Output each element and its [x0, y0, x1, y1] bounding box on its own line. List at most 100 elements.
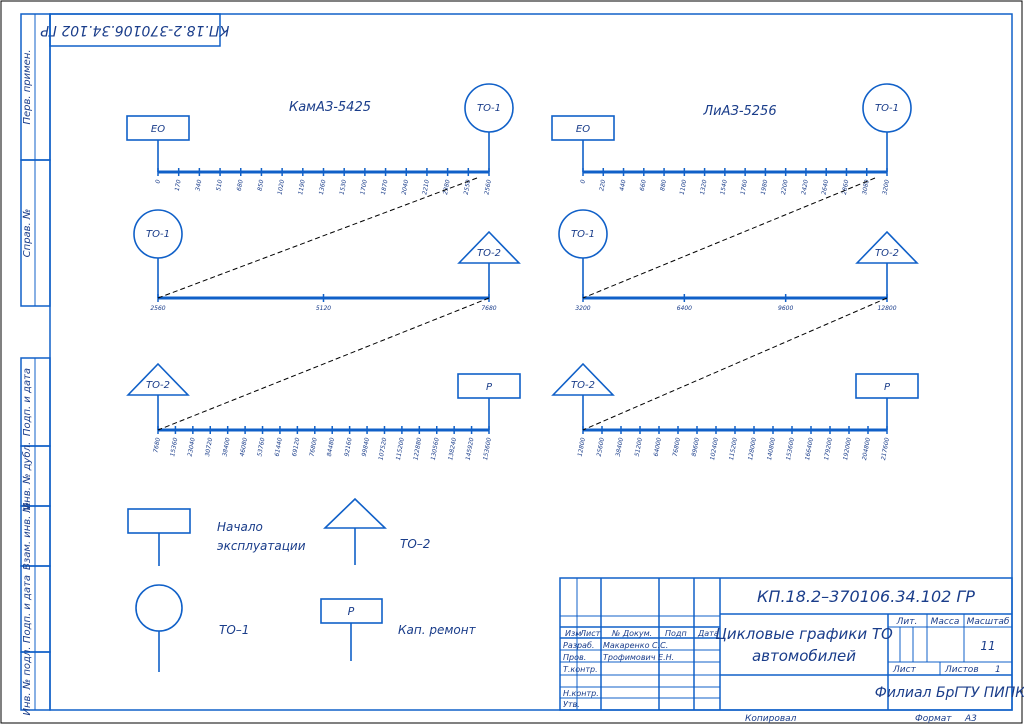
tick-label-d1-r1-4: 680: [236, 179, 245, 192]
tick-label-d2-r3-0: 12800: [577, 437, 587, 457]
tick-label-d1-r2-0: 2560: [150, 305, 165, 312]
tick-label-d1-r3-0: 7680: [152, 437, 162, 453]
tick-label-d2-r3-11: 153600: [785, 437, 796, 461]
svg-text:Р: Р: [884, 382, 891, 393]
tick-label-d2-r1-15: 3200: [881, 179, 891, 195]
tick-label-d1-r1-3: 510: [215, 179, 224, 192]
transfer-line-d2-2: [582, 297, 888, 431]
tick-label-d1-r1-16: 2560: [483, 179, 493, 195]
tb-masshtab-label: Масштаб: [967, 617, 1010, 627]
tb-col-podp: Подп: [665, 629, 687, 638]
tick-label-d2-r3-14: 192000: [842, 437, 853, 461]
tick-label-d1-r1-12: 2040: [401, 179, 411, 195]
strip-inv-dubl: Инв. № дубл.: [21, 442, 33, 510]
legend-to2-label: ТО–2: [400, 537, 430, 551]
tb-col-ndokum: № Докум.: [611, 629, 652, 638]
symbol-start-d2-r1: ЕО: [551, 115, 615, 172]
tick-label-d1-r3-12: 99840: [361, 437, 371, 457]
tick-label-d2-r3-7: 102400: [709, 437, 720, 461]
legend-to1-symbol: [135, 584, 183, 672]
tb-format-value: А3: [964, 714, 977, 724]
tick-label-d2-r1-12: 2640: [821, 179, 831, 195]
strip-perv-primen: Перв. примен.: [22, 49, 33, 124]
symbol-start-d2-r2: ТО-1: [558, 209, 608, 298]
vehicle-title-kamaz: КамАЗ-5425: [289, 100, 371, 115]
tick-label-d2-r1-2: 440: [619, 179, 628, 192]
tick-label-d2-r2-0: 3200: [575, 305, 590, 312]
symbol-end-d2-r1: ТО-1: [862, 83, 912, 172]
tb-col-list: Лист: [579, 629, 601, 638]
tick-label-d1-r1-7: 1190: [297, 179, 307, 195]
legend-kap-symbol-text: Р: [348, 605, 355, 618]
strip-sprav: Справ. №: [22, 209, 33, 258]
tick-label-d1-r1-15: 2550: [463, 179, 473, 195]
tb-title-line1: Цикловые графики ТО: [715, 625, 893, 643]
symbol-end-d1-r1: ТО-1: [464, 83, 514, 172]
tb-kopiroval: Копировал: [745, 714, 797, 724]
tick-label-d2-r3-1: 25600: [596, 437, 606, 457]
tick-label-d1-r1-6: 1020: [277, 179, 287, 195]
tick-label-d1-r1-9: 1530: [339, 179, 349, 195]
tick-label-d1-r1-11: 1870: [380, 179, 390, 195]
tick-label-d1-r1-8: 1360: [318, 179, 328, 195]
tb-title-line2: автомобилей: [752, 647, 856, 665]
strip-podp-data-1: Подп. и дата: [22, 368, 33, 436]
tick-label-d1-r3-10: 84480: [326, 437, 336, 457]
tick-label-d2-r2-2: 9600: [778, 305, 793, 312]
symbol-end-d2-r2: ТО-2: [855, 230, 919, 298]
tb-utv-label: Утв.: [563, 700, 580, 709]
tick-label-d1-r2-1: 5120: [316, 305, 331, 312]
tick-label-d2-r3-13: 179200: [823, 437, 834, 461]
tick-label-d2-r3-5: 76800: [672, 437, 682, 457]
tick-label-d2-r1-5: 1100: [679, 179, 689, 195]
symbol-start-d2-r3: ТО-2: [551, 362, 615, 430]
tick-label-d1-r3-19: 153600: [482, 437, 493, 461]
svg-text:Р: Р: [486, 382, 493, 393]
svg-text:ТО-1: ТО-1: [477, 103, 501, 114]
tick-label-d2-r3-6: 89600: [691, 437, 701, 457]
tb-lit-label: Лит.: [896, 617, 918, 627]
tick-label-d1-r3-14: 115200: [395, 437, 406, 461]
tick-label-d1-r3-3: 30720: [204, 437, 214, 457]
strip-inv-podl: Инв. № подл.: [22, 647, 33, 716]
legend-start-symbol: [127, 508, 191, 566]
tick-label-d2-r1-9: 1980: [760, 179, 770, 195]
tick-label-d2-r3-3: 51200: [634, 437, 644, 457]
tick-label-d2-r1-6: 1320: [699, 179, 709, 195]
tick-label-d2-r3-10: 140800: [766, 437, 777, 461]
tick-label-d2-r1-3: 660: [639, 179, 648, 192]
tb-organization: Филиал БрГТУ ПИПК: [875, 685, 1024, 701]
symbol-end-d1-r2: ТО-2: [457, 230, 521, 298]
svg-text:ТО-1: ТО-1: [875, 103, 899, 114]
tb-masshtab-value: 11: [980, 639, 995, 653]
tb-col-data: Дата: [697, 629, 719, 638]
legend-to2-symbol: [323, 497, 387, 565]
symbol-start-d1-r3: ТО-2: [126, 362, 190, 430]
legend-kap-label: Кап. ремонт: [398, 623, 477, 637]
symbol-end-d1-r3: Р: [457, 373, 521, 430]
tb-massa-label: Масса: [931, 617, 960, 627]
tick-label-d2-r1-1: 220: [598, 179, 607, 192]
top-code-text: КП.18.2-370106.34.102 ГР: [40, 22, 229, 38]
tb-listov-value: 1: [995, 665, 1001, 675]
tick-label-d1-r3-7: 61440: [274, 437, 284, 457]
tick-label-d1-r3-4: 38400: [221, 437, 231, 457]
tick-label-d1-r3-5: 46080: [239, 437, 249, 457]
tb-drawing-code: КП.18.2–370106.34.102 ГР: [757, 587, 975, 606]
tick-label-d1-r3-15: 122880: [412, 437, 423, 461]
transfer-line-d2-1: [582, 177, 876, 299]
tick-label-d2-r1-14: 3080: [861, 179, 871, 195]
legend-start-label-2: эксплуатации: [217, 539, 306, 553]
tb-format-label: Формат: [915, 714, 952, 724]
svg-text:ЕО: ЕО: [151, 124, 165, 135]
svg-text:ТО-2: ТО-2: [477, 248, 501, 259]
tick-label-d1-r1-2: 340: [194, 179, 203, 192]
svg-text:ТО-2: ТО-2: [146, 380, 170, 391]
tb-razrab-label: Разраб.: [563, 641, 594, 650]
tick-label-d1-r2-2: 7680: [481, 305, 496, 312]
tick-label-d1-r3-6: 53760: [256, 437, 266, 457]
svg-text:ТО-1: ТО-1: [571, 229, 595, 240]
